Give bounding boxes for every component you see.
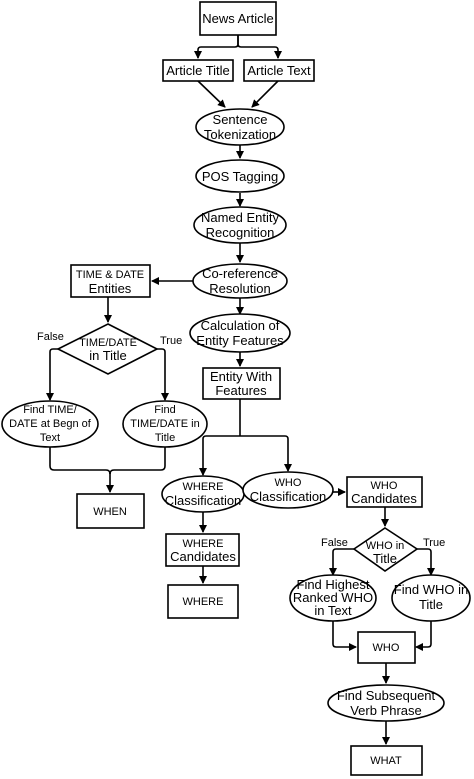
node-find-highest-line1: Find Highest bbox=[297, 577, 370, 592]
edge-entity-to-where bbox=[199, 435, 240, 476]
node-find-who-title-line1: Find WHO in bbox=[394, 582, 468, 597]
node-who-cand-line2: Candidates bbox=[351, 491, 417, 506]
edge-entity-to-who bbox=[240, 435, 292, 472]
node-calc-line2: Entity Features bbox=[196, 333, 284, 348]
node-time-date-decision-line1: TIME/DATE bbox=[79, 337, 137, 349]
label-who-true: True bbox=[423, 537, 445, 549]
node-time-date-decision: TIME/DATE in Title bbox=[56, 323, 159, 375]
node-where-label: WHERE bbox=[183, 596, 224, 608]
node-find-highest-line3: in Text bbox=[314, 603, 352, 618]
node-find-begn-line2: DATE at Begn of bbox=[9, 418, 92, 430]
node-entity-with-features: Entity With Features bbox=[202, 367, 281, 400]
node-pos-tagging-label: POS Tagging bbox=[202, 169, 278, 184]
node-where-class-line1: WHERE bbox=[183, 481, 224, 493]
node-time-date-decision-line2: in Title bbox=[89, 348, 127, 363]
node-pos-tagging: POS Tagging bbox=[195, 159, 285, 193]
edge-find-title-down bbox=[109, 447, 166, 475]
edge-news-to-title bbox=[194, 35, 239, 59]
node-who-label: WHO bbox=[373, 642, 400, 654]
edge-text-to-tokenization bbox=[251, 80, 279, 108]
edge-who-true bbox=[417, 548, 435, 576]
node-find-begn-line1: Find TIME/ bbox=[23, 404, 78, 416]
node-coref-line1: Co-reference bbox=[202, 266, 278, 281]
node-ner: Named Entity Recognition bbox=[193, 206, 287, 244]
node-where-cand-line1: WHERE bbox=[183, 538, 224, 550]
node-find-who-in-title: Find WHO in Title bbox=[391, 574, 471, 622]
node-who-decision-line2: Title bbox=[373, 551, 397, 566]
node-who-candidates: WHO Candidates bbox=[346, 476, 423, 508]
label-time-true: True bbox=[160, 335, 182, 347]
node-find-verb-phrase: Find Subsequent Verb Phrase bbox=[327, 684, 445, 722]
edge-title-to-tokenization bbox=[197, 80, 226, 108]
node-news-article-label: News Article bbox=[202, 11, 274, 26]
node-who-cand-line1: WHO bbox=[371, 480, 398, 492]
node-find-title-line2: TIME/DATE in bbox=[130, 418, 199, 430]
node-who-class-line1: WHO bbox=[275, 477, 302, 489]
node-who-classification: WHO Classification bbox=[242, 471, 334, 509]
edge-findwho-down bbox=[415, 621, 432, 651]
node-entity-features-calc: Calculation of Entity Features bbox=[189, 313, 291, 353]
node-time-date-entities-line1: TIME & DATE bbox=[76, 269, 144, 281]
node-time-date-entities: TIME & DATE Entities bbox=[70, 264, 151, 298]
node-find-verb-line2: Verb Phrase bbox=[350, 703, 422, 718]
node-where-class-line2: Classification bbox=[165, 493, 242, 508]
node-what: WHAT bbox=[350, 745, 423, 776]
node-where: WHERE bbox=[167, 584, 239, 619]
edge-who-false bbox=[329, 548, 354, 576]
node-entity-with-features-line2: Features bbox=[215, 383, 267, 398]
node-who-decision-line1: WHO in bbox=[366, 540, 405, 552]
node-calc-line1: Calculation of bbox=[201, 318, 280, 333]
edge-news-to-text bbox=[237, 35, 282, 59]
node-find-who-title-line2: Title bbox=[419, 597, 443, 612]
edges bbox=[46, 35, 435, 745]
node-article-title-label: Article Title bbox=[166, 63, 230, 78]
node-what-label: WHAT bbox=[370, 755, 402, 767]
edge-time-false bbox=[46, 348, 58, 401]
node-coref: Co-reference Resolution bbox=[192, 263, 288, 299]
node-find-highest-ranked-who: Find Highest Ranked WHO in Text bbox=[289, 574, 377, 622]
node-find-verb-line1: Find Subsequent bbox=[337, 688, 436, 703]
edge-highest-down bbox=[332, 621, 357, 651]
edge-find-begn-down bbox=[49, 447, 111, 475]
node-entity-with-features-line1: Entity With bbox=[210, 369, 272, 384]
node-find-title-line3: Title bbox=[155, 432, 175, 444]
node-news-article: News Article bbox=[199, 1, 277, 36]
node-who: WHO bbox=[357, 631, 416, 664]
node-who-class-line2: Classification bbox=[250, 489, 327, 504]
node-article-text: Article Text bbox=[243, 59, 315, 82]
node-find-time-date-begn: Find TIME/ DATE at Begn of Text bbox=[1, 400, 99, 448]
node-sentence-tokenization-line2: Tokenization bbox=[204, 127, 276, 142]
node-coref-line2: Resolution bbox=[209, 281, 270, 296]
edge-time-true bbox=[157, 348, 169, 401]
node-ner-line1: Named Entity bbox=[201, 210, 280, 225]
node-ner-line2: Recognition bbox=[206, 225, 275, 240]
node-when: WHEN bbox=[76, 493, 145, 529]
node-where-candidates: WHERE Candidates bbox=[165, 533, 240, 567]
label-who-false: False bbox=[321, 537, 348, 549]
node-find-begn-line3: Text bbox=[40, 432, 60, 444]
node-article-title: Article Title bbox=[162, 59, 234, 82]
node-sentence-tokenization-line1: Sentence bbox=[213, 112, 268, 127]
node-where-classification: WHERE Classification bbox=[161, 475, 245, 513]
node-sentence-tokenization: Sentence Tokenization bbox=[195, 108, 285, 146]
node-find-time-date-title: Find TIME/DATE in Title bbox=[122, 400, 208, 448]
node-when-label: WHEN bbox=[93, 506, 127, 518]
node-find-highest-line2: Ranked WHO bbox=[293, 590, 373, 605]
node-time-date-entities-line2: Entities bbox=[89, 281, 132, 296]
label-time-false: False bbox=[37, 331, 64, 343]
node-find-title-line1: Find bbox=[154, 404, 175, 416]
node-who-decision: WHO in Title bbox=[352, 527, 419, 572]
node-where-cand-line2: Candidates bbox=[170, 549, 236, 564]
node-article-text-label: Article Text bbox=[247, 63, 311, 78]
